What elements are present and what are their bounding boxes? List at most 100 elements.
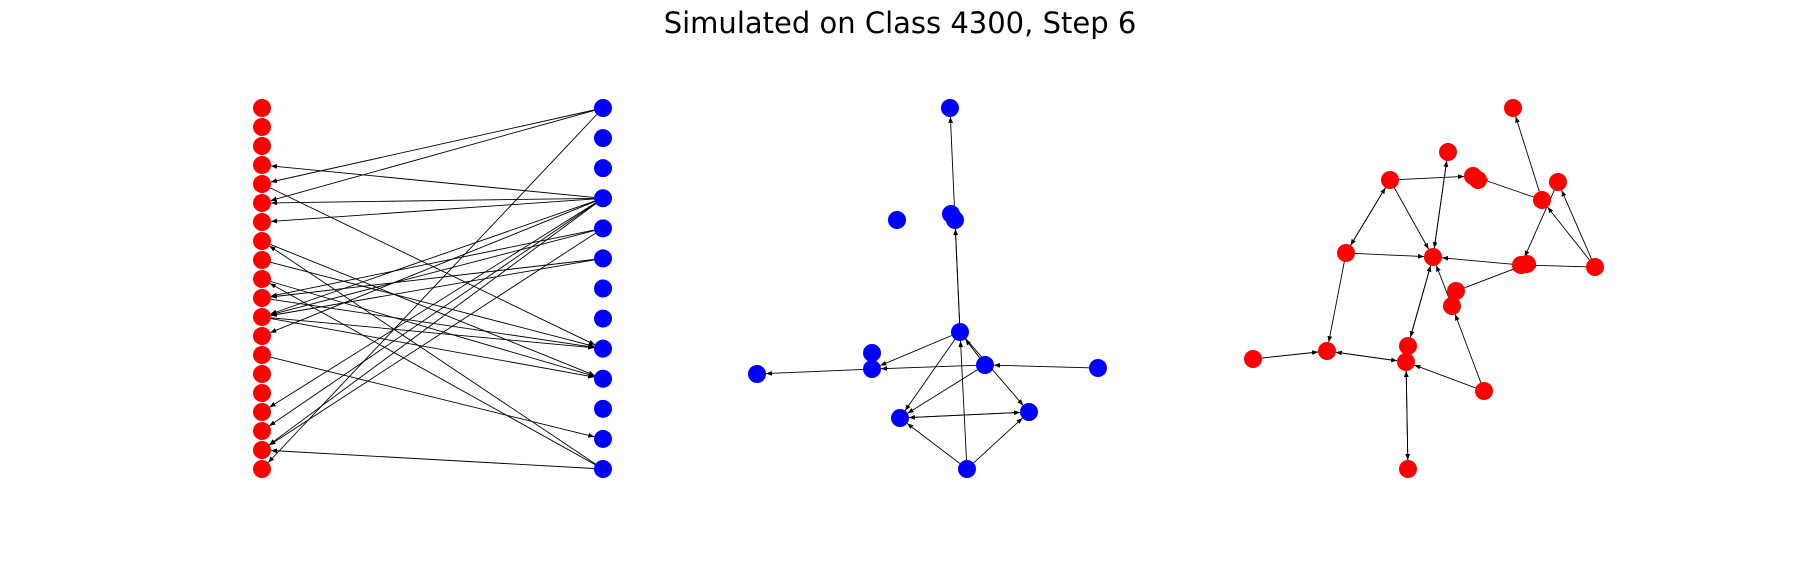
red-graph-edge (1481, 178, 1534, 198)
bipartite-edge (270, 298, 595, 349)
bipartite-edge (270, 318, 595, 379)
bipartite-edge (270, 109, 595, 202)
blue-graph-edge (973, 417, 1023, 464)
red-node (253, 460, 271, 478)
red-node (253, 403, 271, 421)
blue-node (594, 309, 612, 328)
blue-node (946, 211, 964, 229)
red-node (1504, 99, 1522, 117)
bipartite-edge (270, 198, 595, 224)
red-graph-edge (1327, 261, 1345, 343)
bipartite-edge (270, 200, 595, 315)
blue-node (594, 129, 612, 148)
red-graph-edge (1432, 160, 1448, 249)
bipartite-edge (270, 201, 595, 334)
red-node (253, 384, 271, 402)
red-node (1533, 191, 1551, 209)
blue-node (594, 189, 612, 208)
blue-node (1089, 359, 1107, 377)
bipartite-edge (270, 109, 595, 184)
bipartite-edges (267, 109, 598, 469)
red-graph-edge (1515, 116, 1540, 192)
red-graph-edge (1398, 174, 1465, 181)
red-node (253, 441, 271, 459)
red-node (1399, 460, 1417, 478)
bipartite-edge (269, 202, 596, 427)
blue-node (888, 211, 906, 229)
red-node (253, 213, 271, 231)
red-node (253, 365, 271, 383)
red-node (1549, 173, 1567, 191)
blue-node (594, 99, 612, 117)
bipartite-edge (270, 356, 595, 438)
red-node (1586, 258, 1604, 276)
red-node (1337, 244, 1355, 262)
bipartite-nodes (253, 99, 612, 478)
blue-graph-edge (880, 364, 977, 371)
red-node (1443, 297, 1461, 315)
red-node (253, 232, 271, 250)
red-node (1318, 342, 1336, 360)
red-graph-edge (1354, 252, 1425, 259)
bipartite-edge (270, 229, 595, 298)
blue-node (891, 409, 909, 427)
bipartite-edge (270, 317, 595, 350)
blue-graph-panel (748, 99, 1107, 478)
blue-graph-edges (765, 116, 1090, 464)
bipartite-edge (270, 259, 595, 299)
blue-node (863, 344, 881, 362)
red-node (1447, 282, 1465, 300)
bipartite-edge (270, 448, 595, 469)
red-node (1424, 248, 1442, 266)
red-graph-edge (1409, 265, 1432, 338)
blue-node (594, 460, 612, 478)
blue-node (594, 339, 612, 358)
bipartite-edge (270, 259, 595, 317)
bipartite-edge (270, 230, 595, 316)
red-graph-edge (1441, 255, 1513, 265)
blue-graph-edge (880, 335, 952, 366)
bipartite-edge (269, 283, 596, 465)
blue-graph-edge (993, 362, 1090, 369)
red-node (253, 327, 271, 345)
blue-graph-edge (907, 369, 978, 414)
bipartite-edge (269, 187, 596, 346)
red-graph-edges (1261, 116, 1592, 461)
bipartite-edge (268, 203, 597, 446)
blue-node (958, 460, 976, 478)
red-graph-edge (1561, 190, 1592, 259)
blue-node (1020, 403, 1038, 421)
blue-graph-edge (765, 368, 864, 376)
blue-node (594, 159, 612, 178)
red-node (253, 422, 271, 440)
blue-node (748, 365, 766, 383)
red-node (1439, 143, 1457, 161)
red-node (253, 156, 271, 174)
red-graph-edge (1464, 266, 1519, 289)
red-node (253, 99, 271, 117)
blue-graph-edge (958, 340, 967, 461)
red-graph-edge (1454, 314, 1482, 383)
red-graph-edge (1405, 370, 1411, 461)
red-node (253, 175, 271, 193)
red-graph-edge (1435, 265, 1450, 298)
blue-node (976, 356, 994, 374)
blue-node (863, 360, 881, 378)
red-graph-edge (1350, 187, 1386, 246)
blue-graph-edge (904, 339, 956, 411)
bipartite-panel (253, 99, 612, 478)
blue-graph-edge (965, 338, 1024, 406)
blue-node (594, 249, 612, 268)
red-node (253, 137, 271, 155)
red-node (1518, 255, 1536, 273)
red-node (1244, 350, 1262, 368)
red-graph-edge (1414, 364, 1476, 389)
blue-node (941, 99, 959, 117)
red-node (1469, 171, 1487, 189)
bipartite-edge (270, 243, 595, 376)
red-node (253, 346, 271, 364)
bipartite-edge (270, 281, 595, 377)
bipartite-edge (269, 232, 596, 446)
red-graph-edge (1529, 262, 1587, 268)
